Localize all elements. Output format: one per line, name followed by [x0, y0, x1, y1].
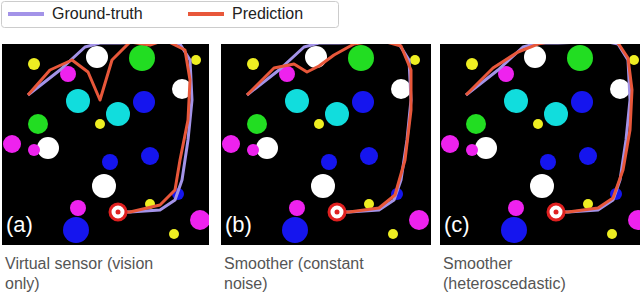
colored-blob: [37, 137, 59, 159]
colored-blob: [28, 58, 40, 70]
colored-blob: [508, 200, 524, 216]
colored-blob: [247, 114, 267, 134]
colored-blob: [28, 144, 40, 156]
panel-letter: (b): [225, 212, 252, 238]
colored-blob: [466, 144, 478, 156]
colored-blob: [628, 210, 640, 230]
ground-truth-path: [28, 44, 192, 212]
colored-blob: [533, 119, 543, 129]
scene-panel: [221, 44, 431, 245]
colored-blob: [388, 229, 398, 239]
panel-caption: Virtual sensor (vision only): [5, 254, 155, 294]
colored-blob: [95, 119, 105, 129]
colored-blob: [92, 174, 116, 198]
panel-letter: (a): [6, 212, 33, 238]
colored-blob: [321, 154, 337, 170]
colored-blob: [466, 58, 478, 70]
colored-blob: [314, 119, 324, 129]
colored-blob: [391, 79, 411, 99]
colored-blob: [409, 210, 429, 230]
colored-blob: [311, 174, 335, 198]
colored-blob: [607, 229, 617, 239]
colored-blob: [129, 45, 155, 71]
colored-blob: [348, 45, 374, 71]
colored-blob: [3, 135, 21, 153]
scene-panel: [440, 44, 640, 245]
colored-blob: [466, 114, 486, 134]
colored-blob: [86, 46, 108, 68]
colored-blob: [256, 137, 278, 159]
colored-blob: [66, 89, 90, 113]
colored-blob: [504, 89, 528, 113]
legend-text: Ground-truth: [52, 4, 143, 24]
colored-blob: [289, 200, 305, 216]
colored-blob: [106, 102, 130, 126]
ground-truth-path: [247, 44, 411, 212]
colored-blob: [352, 91, 374, 113]
prediction-path: [466, 44, 632, 212]
start-marker: [110, 204, 126, 220]
start-marker-dot: [335, 210, 340, 215]
colored-blob: [247, 58, 259, 70]
colored-blob: [28, 114, 48, 134]
start-marker-dot: [554, 210, 559, 215]
start-marker-dot: [116, 210, 121, 215]
colored-blob: [169, 229, 179, 239]
colored-blob: [360, 147, 378, 165]
colored-blob: [571, 91, 593, 113]
colored-blob: [530, 174, 554, 198]
colored-blob: [63, 217, 89, 243]
colored-blob: [579, 147, 597, 165]
colored-blob: [567, 45, 593, 71]
colored-blob: [610, 79, 630, 99]
colored-blob: [133, 91, 155, 113]
colored-blob: [190, 210, 209, 230]
colored-blob: [544, 102, 568, 126]
colored-blob: [141, 147, 159, 165]
panel-caption: Smoother (constant noise): [224, 254, 374, 294]
colored-blob: [540, 154, 556, 170]
legend-frame: [2, 2, 339, 28]
colored-blob: [222, 135, 240, 153]
panel-ground: [221, 44, 431, 245]
start-marker: [329, 204, 345, 220]
start-marker: [548, 204, 564, 220]
legend-text: Prediction: [232, 4, 303, 24]
colored-blob: [285, 89, 309, 113]
panel-ground: [2, 44, 209, 245]
colored-blob: [410, 55, 420, 65]
prediction-path: [247, 44, 411, 212]
colored-blob: [282, 217, 308, 243]
colored-blob: [305, 46, 327, 68]
legend-sample: [8, 12, 44, 16]
panel-caption: Smoother (heteroscedastic): [443, 254, 593, 294]
colored-blob: [475, 137, 497, 159]
colored-blob: [501, 217, 527, 243]
colored-blob: [325, 102, 349, 126]
prediction-path: [28, 44, 190, 212]
colored-blob: [247, 144, 259, 156]
panel-ground: [440, 44, 640, 245]
panel-letter: (c): [444, 212, 470, 238]
colored-blob: [441, 135, 459, 153]
colored-blob: [191, 55, 201, 65]
legend-sample: [188, 12, 224, 16]
colored-blob: [629, 55, 639, 65]
scene-panel: [2, 44, 209, 245]
colored-blob: [102, 154, 118, 170]
colored-blob: [70, 200, 86, 216]
